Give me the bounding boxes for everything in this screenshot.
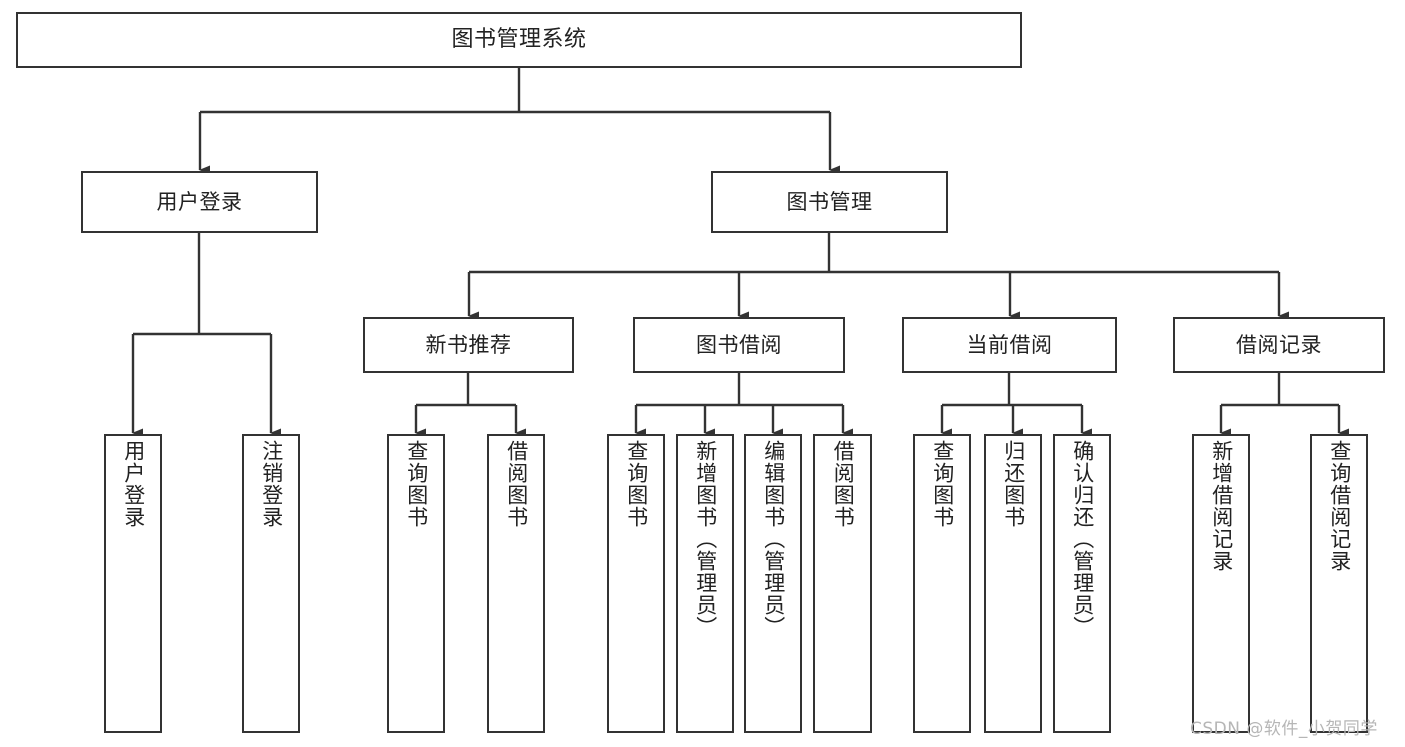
node-label: 编辑图书（管理员） xyxy=(761,440,786,638)
node-label: 借阅图书 xyxy=(831,440,856,528)
node-borrow-record[interactable]: 借阅记录 xyxy=(1173,317,1385,373)
node-label: 新书推荐 xyxy=(425,332,512,357)
node-label: 借阅记录 xyxy=(1236,332,1322,357)
node-leaf-query-book-2[interactable]: 查询图书 xyxy=(607,434,665,733)
node-leaf-query-book-1[interactable]: 查询图书 xyxy=(387,434,445,733)
node-leaf-add-record[interactable]: 新增借阅记录 xyxy=(1192,434,1250,733)
node-leaf-user-login[interactable]: 用户登录 xyxy=(104,434,162,733)
node-label: 查询图书 xyxy=(930,440,955,528)
node-leaf-borrow-book-2[interactable]: 借阅图书 xyxy=(813,434,872,733)
node-leaf-query-book-3[interactable]: 查询图书 xyxy=(913,434,971,733)
node-label: 图书管理 xyxy=(786,189,873,214)
node-current-borrow[interactable]: 当前借阅 xyxy=(902,317,1117,373)
node-label: 借阅图书 xyxy=(504,440,529,528)
watermark-label: CSDN @软件_小贺同学 xyxy=(1190,719,1378,739)
node-label: 查询图书 xyxy=(404,440,429,528)
node-leaf-query-record[interactable]: 查询借阅记录 xyxy=(1310,434,1368,733)
node-leaf-edit-book[interactable]: 编辑图书（管理员） xyxy=(744,434,802,733)
node-label: 归还图书 xyxy=(1001,440,1026,528)
node-root[interactable]: 图书管理系统 xyxy=(16,12,1022,68)
node-new-book-rec[interactable]: 新书推荐 xyxy=(363,317,574,373)
node-label: 图书借阅 xyxy=(696,332,782,357)
node-book-borrow[interactable]: 图书借阅 xyxy=(633,317,845,373)
node-label: 注销登录 xyxy=(259,440,284,528)
node-label: 确认归还（管理员） xyxy=(1070,440,1095,638)
node-label: 用户登录 xyxy=(121,440,146,528)
node-label: 查询图书 xyxy=(624,440,649,528)
node-leaf-confirm-return[interactable]: 确认归还（管理员） xyxy=(1053,434,1111,733)
node-leaf-return-book[interactable]: 归还图书 xyxy=(984,434,1042,733)
node-leaf-add-book[interactable]: 新增图书（管理员） xyxy=(676,434,734,733)
node-label: 图书管理系统 xyxy=(451,27,587,53)
node-label: 当前借阅 xyxy=(966,332,1053,357)
node-label: 查询借阅记录 xyxy=(1327,440,1352,572)
node-label: 用户登录 xyxy=(156,189,243,214)
node-label: 新增借阅记录 xyxy=(1209,440,1234,572)
node-label: 新增图书（管理员） xyxy=(693,440,718,638)
node-user-login[interactable]: 用户登录 xyxy=(81,171,318,233)
node-leaf-logout[interactable]: 注销登录 xyxy=(242,434,300,733)
node-leaf-borrow-book-1[interactable]: 借阅图书 xyxy=(487,434,545,733)
node-book-manage[interactable]: 图书管理 xyxy=(711,171,948,233)
